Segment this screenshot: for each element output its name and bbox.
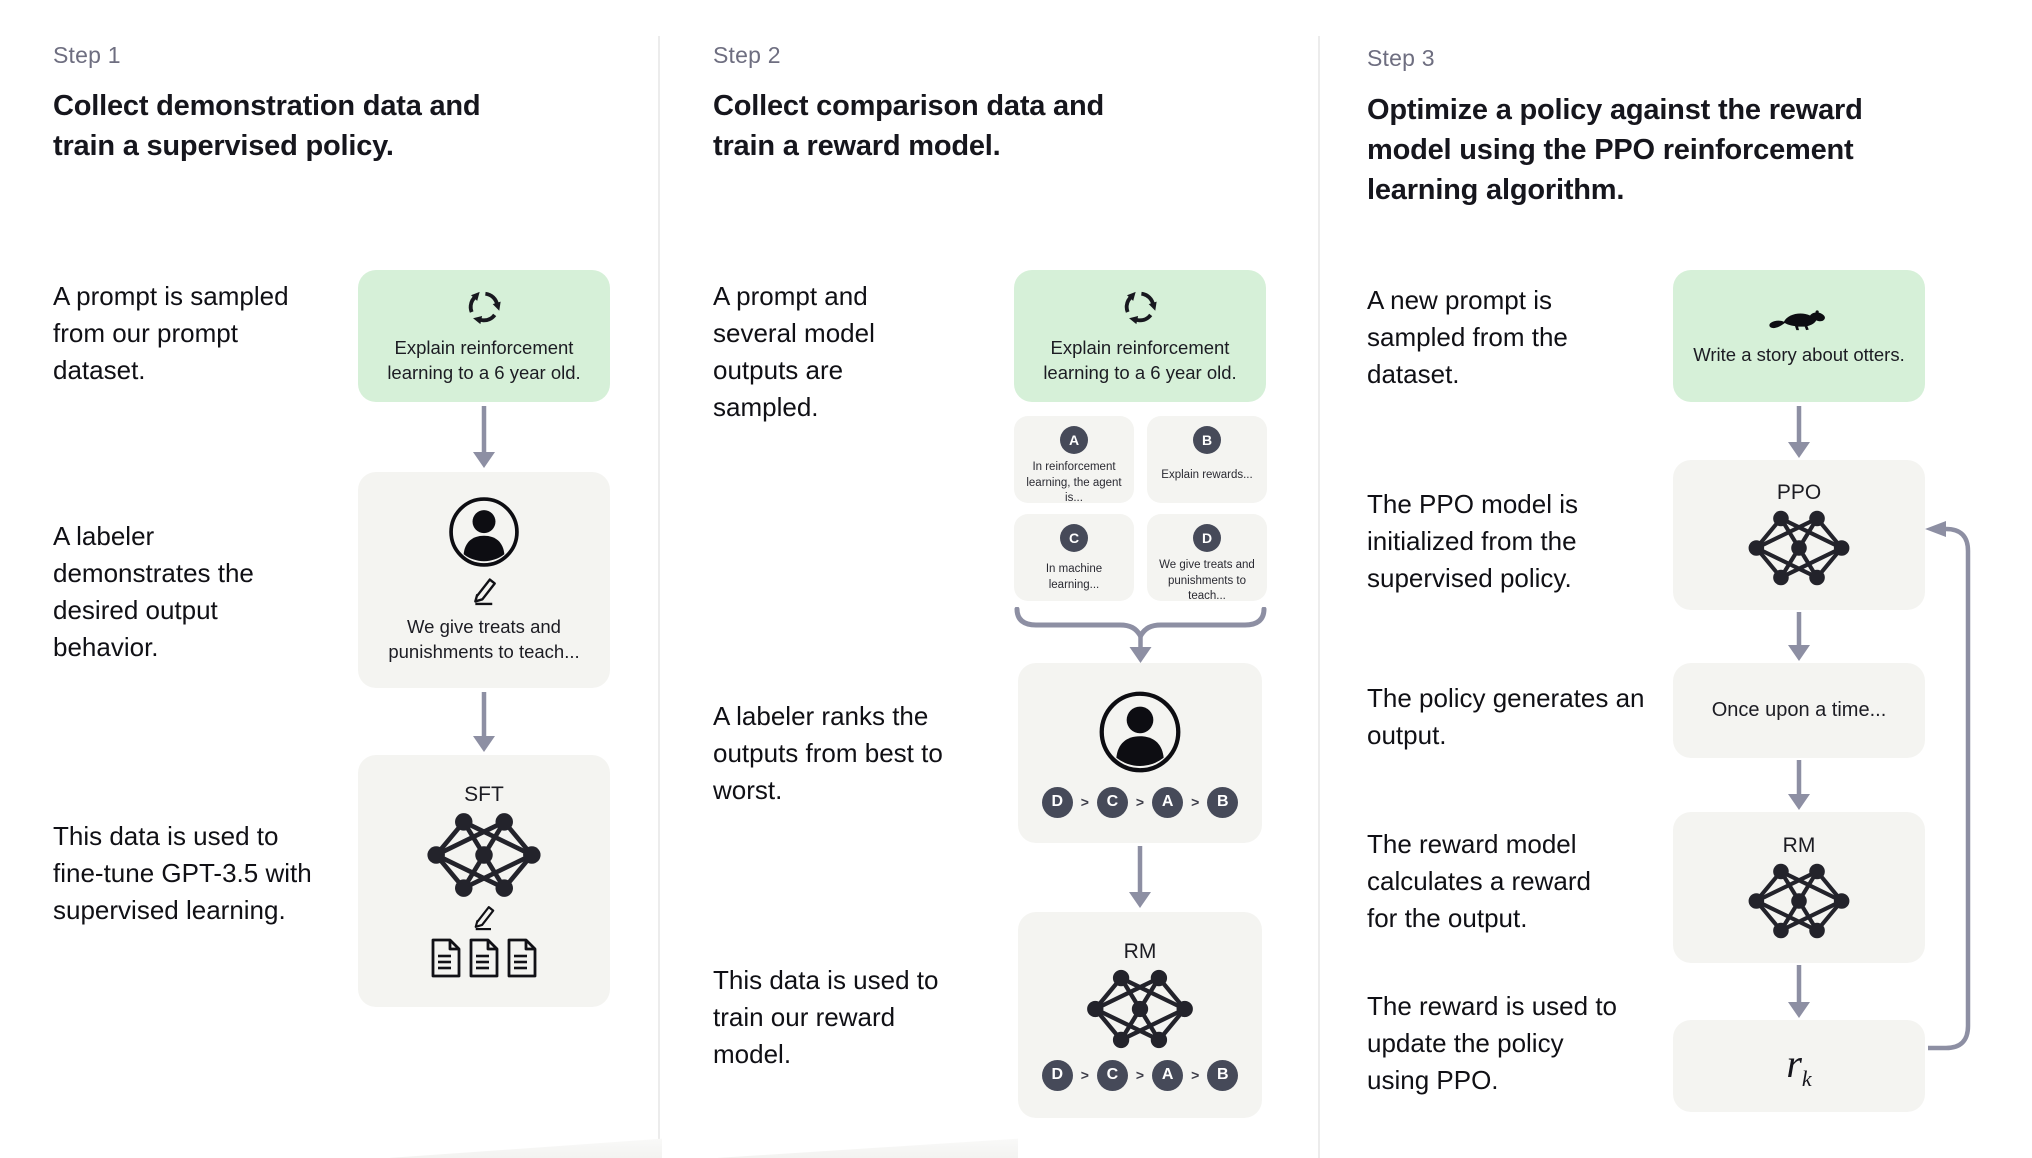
page-bottom-artifact: [718, 1138, 1018, 1158]
step2-caption-rank: A labeler ranks the outputs from best to…: [713, 701, 943, 805]
output-text: In reinforcement learning, the agent is.…: [1026, 461, 1122, 505]
step3-ppo-box: PPO: [1673, 460, 1925, 610]
otter-icon: [1768, 305, 1830, 334]
step3-output-box: Once upon a time...: [1673, 663, 1925, 758]
output-text: We give treats and punishments to teach.…: [1159, 559, 1255, 603]
rank-badge: A: [1152, 1059, 1184, 1091]
rank-badge: C: [1096, 1059, 1128, 1091]
step1-sft-box: SFT: [358, 755, 610, 1007]
flow-arrow-down: [1129, 846, 1151, 908]
brace-merge-arrow: [1014, 607, 1267, 663]
step3-label: Step 3: [1367, 45, 1435, 71]
step2-title: Collect comparison data and train a rewa…: [713, 90, 1105, 163]
column-divider: [1318, 36, 1320, 1158]
greater-than: >: [1080, 794, 1089, 810]
step1-labeler-text: We give treats and punishments to teach.…: [388, 616, 580, 662]
output-cell-d: D We give treats and punishments to teac…: [1147, 514, 1267, 602]
page-bottom-artifact: [390, 1138, 662, 1158]
neural-network-icon: [1081, 966, 1199, 1052]
step2-rm-box: RM D > C > A > B: [1018, 912, 1262, 1118]
step3-prompt-text: Write a story about otters.: [1693, 343, 1905, 365]
rank-badge: A: [1152, 786, 1184, 818]
policy-output-text: Once upon a time...: [1711, 699, 1887, 721]
rank-badge: D: [1041, 1059, 1073, 1091]
flow-arrow-down: [1788, 965, 1810, 1018]
step3-caption-update: The reward is used to update the policy …: [1367, 991, 1618, 1095]
rank-badge: D: [1041, 786, 1073, 818]
rm-label: RM: [1123, 939, 1157, 963]
step1-prompt-text: Explain reinforcement learning to a 6 ye…: [387, 336, 581, 383]
step2-caption-prompt: A prompt and several model outputs are s…: [713, 281, 875, 422]
step3-prompt-box: Write a story about otters.: [1673, 270, 1925, 402]
cycle-icon: [464, 287, 504, 327]
ranking-row: D > C > A > B: [1041, 1059, 1239, 1091]
flow-arrow-down: [473, 406, 495, 468]
output-cell-a: A In reinforcement learning, the agent i…: [1014, 416, 1134, 504]
greater-than: >: [1135, 1067, 1145, 1083]
cycle-icon: [1120, 287, 1160, 327]
person-icon: [1097, 689, 1183, 775]
flow-arrow-down: [473, 692, 495, 752]
step3-reward-box: rk: [1673, 1020, 1925, 1112]
rank-badge: B: [1207, 786, 1239, 818]
output-cell-c: C In machine learning...: [1014, 514, 1134, 601]
neural-network-icon: [420, 809, 548, 901]
documents-icon: [431, 938, 537, 978]
rm-label: RM: [1782, 833, 1816, 857]
output-badge: A: [1060, 426, 1088, 454]
step1-prompt-box: Explain reinforcement learning to a 6 ye…: [358, 270, 610, 402]
output-badge: B: [1193, 426, 1221, 454]
step2-label: Step 2: [713, 42, 781, 68]
flow-arrow-down: [1788, 760, 1810, 810]
ppo-label: PPO: [1776, 481, 1822, 504]
feedback-loop-arrow: [1925, 521, 1971, 1051]
ranking-row: D > C > A > B: [1041, 786, 1239, 818]
step2-labeler-box: D > C > A > B: [1018, 663, 1262, 843]
output-text: In machine learning...: [1045, 563, 1103, 591]
flow-arrow-down: [1788, 406, 1810, 458]
flow-arrow-down: [1788, 612, 1810, 661]
output-badge: C: [1060, 524, 1088, 552]
step1-labeler-box: We give treats and punishments to teach.…: [358, 472, 610, 688]
output-badge: D: [1193, 524, 1221, 552]
greater-than: >: [1080, 1067, 1089, 1083]
step2-prompt-box: Explain reinforcement learning to a 6 ye…: [1014, 270, 1266, 402]
output-cell-b: B Explain rewards...: [1147, 416, 1267, 503]
person-icon: [447, 495, 521, 569]
step3-caption-output: The policy generates an output.: [1367, 683, 1645, 750]
rank-badge: B: [1207, 1059, 1239, 1091]
step3-caption-init: The PPO model is initialized from the su…: [1367, 489, 1578, 593]
pencil-icon: [470, 903, 498, 931]
step2-prompt-text: Explain reinforcement learning to a 6 ye…: [1043, 336, 1237, 383]
column-divider: [658, 36, 660, 1158]
step3-rm-box: RM: [1673, 812, 1925, 963]
sft-label: SFT: [464, 783, 504, 806]
neural-network-icon: [1743, 507, 1855, 589]
neural-network-icon: [1743, 860, 1855, 942]
step3-title: Optimize a policy against the reward mod…: [1367, 94, 1863, 207]
greater-than: >: [1191, 794, 1200, 810]
step1-label: Step 1: [53, 42, 121, 68]
step1-caption-prompt: A prompt is sampled from our prompt data…: [53, 281, 289, 385]
step1-title: Collect demonstration data and train a s…: [53, 90, 481, 163]
step3-caption-prompt: A new prompt is sampled from the dataset…: [1367, 285, 1568, 389]
step1-caption-labeler: A labeler demonstrates the desired outpu…: [53, 521, 254, 662]
greater-than: >: [1191, 1067, 1200, 1083]
greater-than: >: [1135, 794, 1145, 810]
pencil-icon: [469, 575, 500, 606]
step1-caption-finetune: This data is used to fine-tune GPT-3.5 w…: [53, 821, 312, 925]
rank-badge: C: [1096, 786, 1128, 818]
step3-caption-reward: The reward model calculates a reward for…: [1367, 829, 1591, 933]
reward-value: rk: [1786, 1041, 1812, 1091]
output-text: Explain rewards...: [1161, 469, 1253, 481]
step2-caption-train: This data is used to train our reward mo…: [713, 965, 939, 1069]
